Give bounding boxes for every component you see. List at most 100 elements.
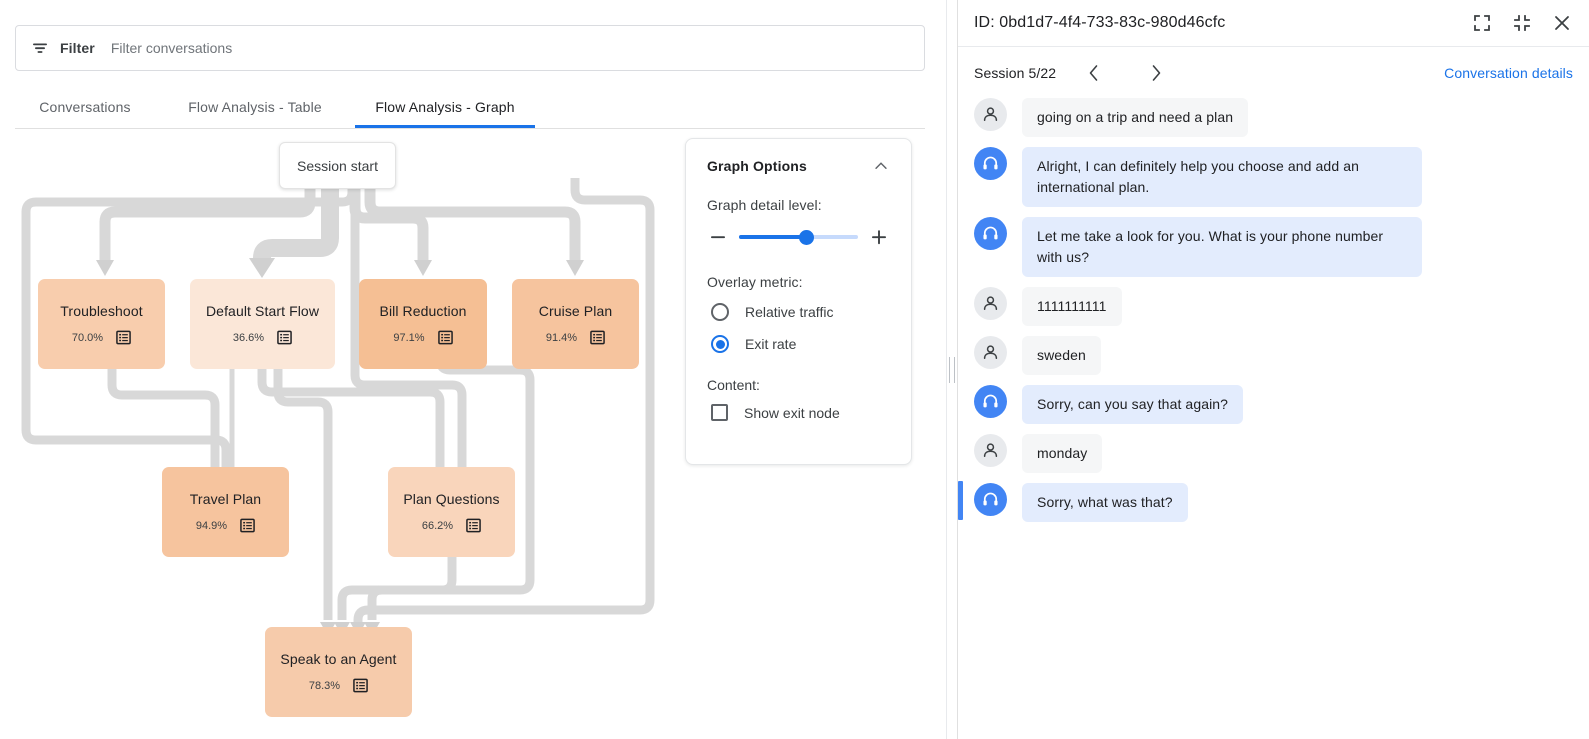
node-exit-rate: 70.0% — [71, 331, 104, 344]
tab-flow-analysis-table[interactable]: Flow Analysis - Table — [188, 98, 322, 115]
filter-icon — [33, 43, 47, 53]
person-icon — [983, 345, 998, 359]
node-meta: 36.6% — [233, 330, 292, 345]
conversation-id: ID: 0bd1d7-4f4-733-83c-980d46cfc — [974, 14, 1226, 31]
list-details-icon[interactable] — [240, 518, 255, 533]
radio-indicator[interactable] — [711, 303, 729, 321]
node-title: Cruise Plan — [538, 303, 613, 319]
collapse-icon[interactable] — [1511, 12, 1533, 34]
filter-bar[interactable]: Filter — [15, 25, 925, 71]
headset-icon — [983, 156, 998, 170]
graph-node-speak-to-an-agent[interactable]: Speak to an Agent 78.3% — [265, 627, 412, 717]
graph-options-panel: Graph Options Graph detail level: — [685, 138, 912, 465]
node-title: Speak to an Agent — [280, 651, 397, 667]
list-details-icon[interactable] — [437, 330, 453, 345]
node-exit-rate: 94.9% — [195, 519, 228, 532]
message-text: going on a trip and need a plan — [1022, 98, 1249, 137]
checkbox-show-exit-node[interactable]: Show exit node — [707, 404, 890, 421]
message-row: Sorry, can you say that again? — [958, 385, 1573, 424]
radio-exit-rate[interactable]: Exit rate — [707, 335, 890, 353]
minus-icon[interactable] — [707, 226, 729, 248]
conversation-pane: ID: 0bd1d7-4f4-733-83c-980d46cfc — [958, 0, 1589, 739]
message-row: monday — [958, 434, 1573, 473]
message-text: Let me take a look for you. What is your… — [1022, 217, 1422, 277]
list-details-icon[interactable] — [590, 330, 605, 345]
node-meta: 66.2% — [422, 518, 481, 533]
radio-label: Relative traffic — [745, 304, 834, 320]
slider-thumb[interactable] — [799, 229, 815, 245]
node-title: Default Start Flow — [205, 303, 320, 319]
message-text: Sorry, can you say that again? — [1022, 385, 1244, 424]
list-details-icon[interactable] — [466, 518, 481, 533]
flow-analysis-pane: Filter Conversations Flow Analysis - Tab… — [0, 25, 946, 739]
list-details-icon[interactable] — [277, 330, 292, 345]
message-text: monday — [1022, 434, 1103, 473]
close-icon[interactable] — [1551, 12, 1573, 34]
graph-detail-slider-row[interactable] — [707, 226, 890, 248]
message-row: Let me take a look for you. What is your… — [958, 217, 1573, 277]
checkbox-label: Show exit node — [744, 404, 840, 421]
filter-label: Filter — [60, 40, 95, 56]
session-start-node[interactable]: Session start — [279, 142, 396, 189]
flow-graph-edges — [21, 178, 655, 636]
avatar-user — [974, 98, 1007, 131]
checkbox-indicator[interactable] — [711, 404, 728, 421]
person-icon — [983, 296, 998, 310]
message-row: sweden — [958, 336, 1573, 375]
node-meta: 78.3% — [309, 678, 368, 693]
conversation-header: ID: 0bd1d7-4f4-733-83c-980d46cfc — [958, 0, 1589, 47]
graph-node-default-start-flow[interactable]: Default Start Flow 36.6% — [190, 279, 335, 369]
graph-options-title: Graph Options — [707, 158, 807, 174]
message-row: 1111111111 — [958, 287, 1573, 326]
avatar-agent — [974, 483, 1007, 516]
session-navigation: Session 5/22 Conversation details — [958, 47, 1589, 98]
expand-icon[interactable] — [1471, 12, 1493, 34]
prev-session-icon[interactable] — [1082, 61, 1106, 85]
message-text: sweden — [1022, 336, 1101, 375]
radio-label: Exit rate — [745, 336, 797, 352]
filter-input[interactable] — [110, 40, 910, 56]
node-exit-rate: 78.3% — [308, 679, 341, 692]
avatar-agent — [974, 217, 1007, 250]
conversation-details-link[interactable]: Conversation details — [1444, 64, 1573, 81]
list-details-icon[interactable] — [116, 330, 131, 345]
headset-icon — [983, 492, 998, 506]
node-exit-rate: 66.2% — [421, 519, 454, 532]
message-row-highlighted: Sorry, what was that? — [958, 481, 1573, 522]
node-exit-rate: 97.1% — [393, 331, 425, 344]
slider-fill — [739, 235, 807, 239]
avatar-user — [974, 336, 1007, 369]
overlay-metric-label: Overlay metric: — [707, 274, 803, 290]
graph-node-cruise-plan[interactable]: Cruise Plan 91.4% — [512, 279, 639, 369]
next-session-icon[interactable] — [1144, 61, 1168, 85]
conversation-header-actions — [1471, 12, 1573, 34]
avatar-user — [974, 434, 1007, 467]
content-label: Content: — [707, 377, 760, 393]
node-meta: 70.0% — [72, 330, 131, 345]
graph-node-bill-reduction[interactable]: Bill Reduction 97.1% — [359, 279, 487, 369]
graph-options-header: Graph Options — [707, 157, 890, 175]
flow-graph-canvas[interactable]: Session start Troubleshoot 70.0% — [0, 130, 946, 739]
message-row: going on a trip and need a plan — [958, 98, 1573, 137]
plus-icon[interactable] — [868, 226, 890, 248]
node-exit-rate: 36.6% — [232, 331, 265, 344]
node-title: Troubleshoot — [60, 303, 143, 319]
graph-node-plan-questions[interactable]: Plan Questions 66.2% — [388, 467, 515, 557]
list-details-icon[interactable] — [353, 678, 368, 693]
graph-detail-slider[interactable] — [739, 229, 858, 245]
drag-handle[interactable] — [949, 356, 955, 383]
node-meta: 91.4% — [546, 330, 605, 345]
tab-conversations[interactable]: Conversations — [39, 98, 131, 115]
graph-node-troubleshoot[interactable]: Troubleshoot 70.0% — [38, 279, 165, 369]
graph-node-travel-plan[interactable]: Travel Plan 94.9% — [162, 467, 289, 557]
tab-flow-analysis-graph[interactable]: Flow Analysis - Graph — [355, 88, 535, 128]
node-title: Plan Questions — [403, 491, 500, 507]
pane-resize-divider[interactable] — [946, 0, 958, 739]
session-start-label: Session start — [297, 157, 378, 174]
radio-relative-traffic[interactable]: Relative traffic — [707, 303, 890, 321]
radio-indicator[interactable] — [711, 335, 729, 353]
chevron-up-icon[interactable] — [872, 157, 890, 175]
headset-icon — [983, 394, 998, 408]
avatar-agent — [974, 385, 1007, 418]
